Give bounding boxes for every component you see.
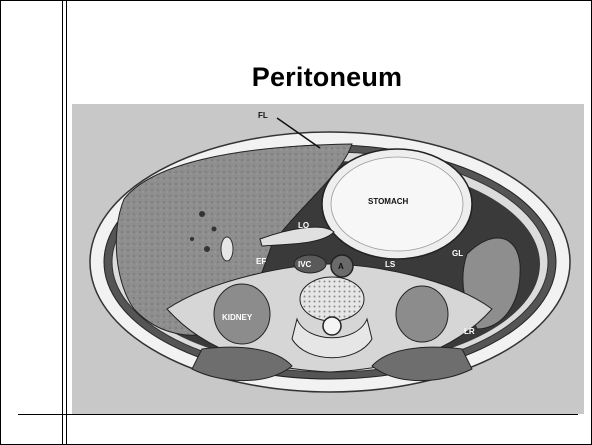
slide-title: Peritoneum: [62, 62, 592, 93]
liver-vessel: [212, 227, 217, 232]
label-stomach: STOMACH: [368, 197, 409, 206]
liver-vessel: [204, 246, 210, 252]
vertebral-body: [300, 277, 364, 321]
kidney-left: [396, 286, 448, 342]
label-gl: GL: [452, 249, 463, 258]
label-fl: FL: [258, 111, 268, 120]
cross-section-illustration: FL STOMACH LO EF IVC A LS GL KIDNEY LR: [72, 104, 584, 414]
liver-vessel: [199, 211, 205, 217]
liver-vessel: [190, 237, 194, 241]
label-kidney: KIDNEY: [222, 313, 253, 322]
label-ef: EF: [256, 257, 266, 266]
label-lr: LR: [464, 327, 475, 336]
label-lo: LO: [298, 221, 309, 230]
label-ls: LS: [385, 260, 396, 269]
label-ivc: IVC: [298, 260, 312, 269]
bottom-rule: [18, 414, 578, 415]
spinal-canal: [323, 317, 341, 335]
label-a: A: [338, 262, 344, 271]
peritoneum-cross-section-figure: FL STOMACH LO EF IVC A LS GL KIDNEY LR: [72, 104, 584, 414]
gallbladder: [221, 237, 233, 261]
